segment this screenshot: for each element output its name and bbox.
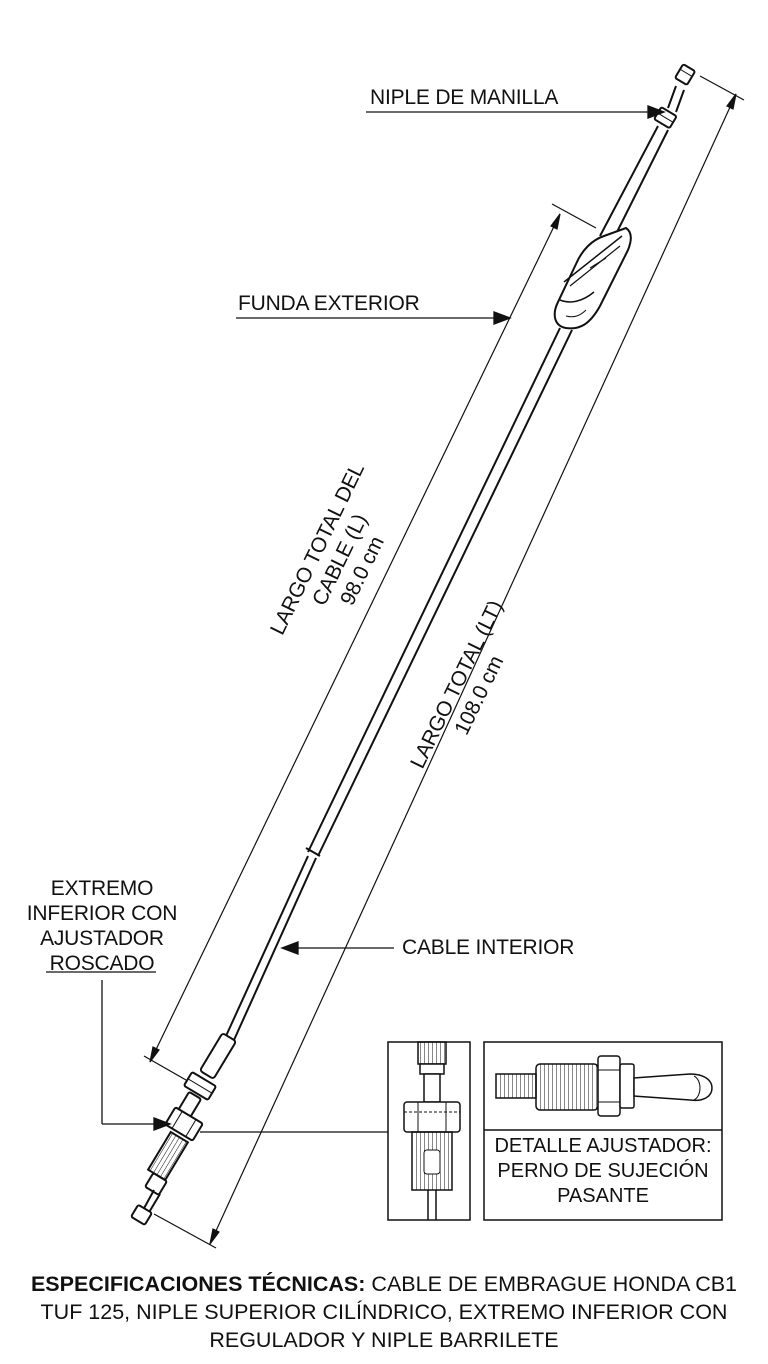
dimension-total-length <box>153 75 745 1249</box>
detail-caption: DETALLE AJUSTADOR: PERNO DE SUJECIÓN PAS… <box>494 1135 712 1207</box>
rubber-boot <box>553 226 632 330</box>
upper-ferrule <box>653 85 685 129</box>
inner-cable <box>225 855 317 1041</box>
dimension-cable-length <box>143 203 597 1081</box>
leader-niple-manilla <box>366 105 666 119</box>
label-niple-manilla: NIPLE DE MANILLA <box>370 86 559 109</box>
upper-cable-segment <box>599 125 669 239</box>
barrel-nipple <box>130 1204 153 1226</box>
lower-locknut <box>183 1071 217 1101</box>
adjuster-nut <box>164 1106 204 1142</box>
leader-cable-interior <box>280 941 394 955</box>
spec-body: CABLE DE EMBRAGUE HONDA CB1 TUF 125, NIP… <box>40 1272 738 1352</box>
lower-end-nut <box>141 1172 168 1215</box>
lower-sleeve <box>199 1033 237 1079</box>
spec-heading: ESPECIFICACIONES TÉCNICAS: <box>30 1272 366 1296</box>
upper-nipple <box>674 63 696 86</box>
detail-adjuster-box <box>483 1041 723 1221</box>
label-extremo-inferior: EXTREMO INFERIOR CON AJUSTADOR ROSCADO <box>26 877 178 975</box>
label-cable-interior: CABLE INTERIOR <box>402 936 575 959</box>
spec-footer: ESPECIFICACIONES TÉCNICAS: CABLE DE EMBR… <box>14 1270 754 1354</box>
leader-funda-exterior <box>236 311 512 325</box>
outer-housing <box>305 327 573 857</box>
label-funda-exterior: FUNDA EXTERIOR <box>238 292 420 315</box>
detail-side-view-box <box>387 1041 471 1221</box>
leader-extremo-inferior <box>46 971 172 1131</box>
